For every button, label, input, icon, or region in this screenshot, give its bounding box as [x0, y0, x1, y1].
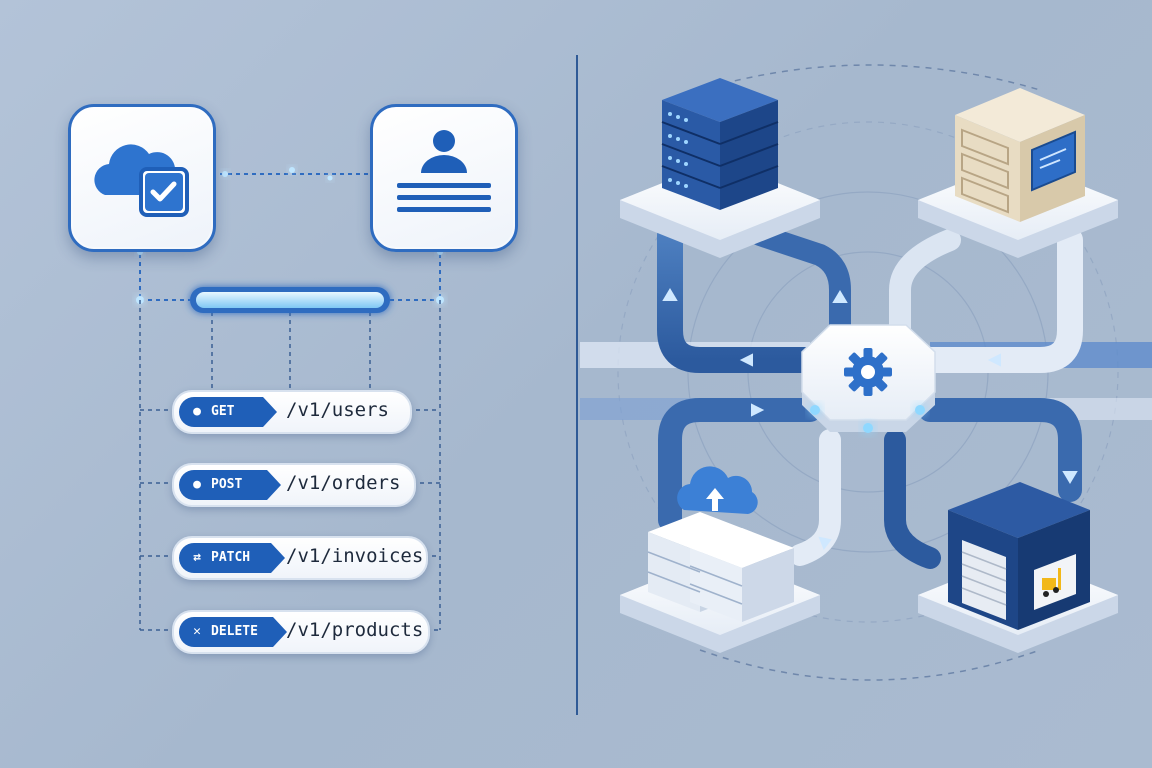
endpoint-post[interactable]: ●POST /v1/orders: [172, 463, 416, 507]
warehouse-node: [918, 482, 1118, 653]
method-badge: ✕DELETE: [179, 617, 287, 647]
endpoint-patch[interactable]: ⇄PATCH /v1/invoices: [172, 536, 428, 580]
endpoint-path: /v1/users: [286, 399, 389, 421]
method-badge: ⇄PATCH: [179, 543, 285, 573]
central-hub: [801, 324, 936, 433]
storage-cabinet-icon: [955, 88, 1085, 222]
cloud-upload-icon: [677, 466, 758, 514]
method-badge: ●GET: [179, 397, 277, 427]
warehouse-forklift-icon: [948, 482, 1090, 630]
storage-cabinet-node: [918, 88, 1118, 258]
gear-icon: [844, 348, 892, 396]
endpoint-path: /v1/products: [286, 619, 424, 641]
cloud-upload-server-node: [620, 466, 820, 653]
server-stack-icon: [647, 512, 794, 622]
endpoint-get[interactable]: ●GET /v1/users: [172, 390, 412, 434]
endpoint-path: /v1/invoices: [286, 545, 424, 567]
endpoint-delete[interactable]: ✕DELETE /v1/products: [172, 610, 430, 654]
user-profile-icon: [397, 130, 491, 212]
user-profile-tile: [370, 104, 518, 252]
server-rack-icon: [661, 78, 779, 210]
cloud-check-tile: [68, 104, 216, 252]
server-rack-node: [620, 78, 820, 258]
endpoint-path: /v1/orders: [286, 472, 401, 494]
cloud-check-icon: [94, 144, 189, 217]
method-badge: ●POST: [179, 470, 281, 500]
